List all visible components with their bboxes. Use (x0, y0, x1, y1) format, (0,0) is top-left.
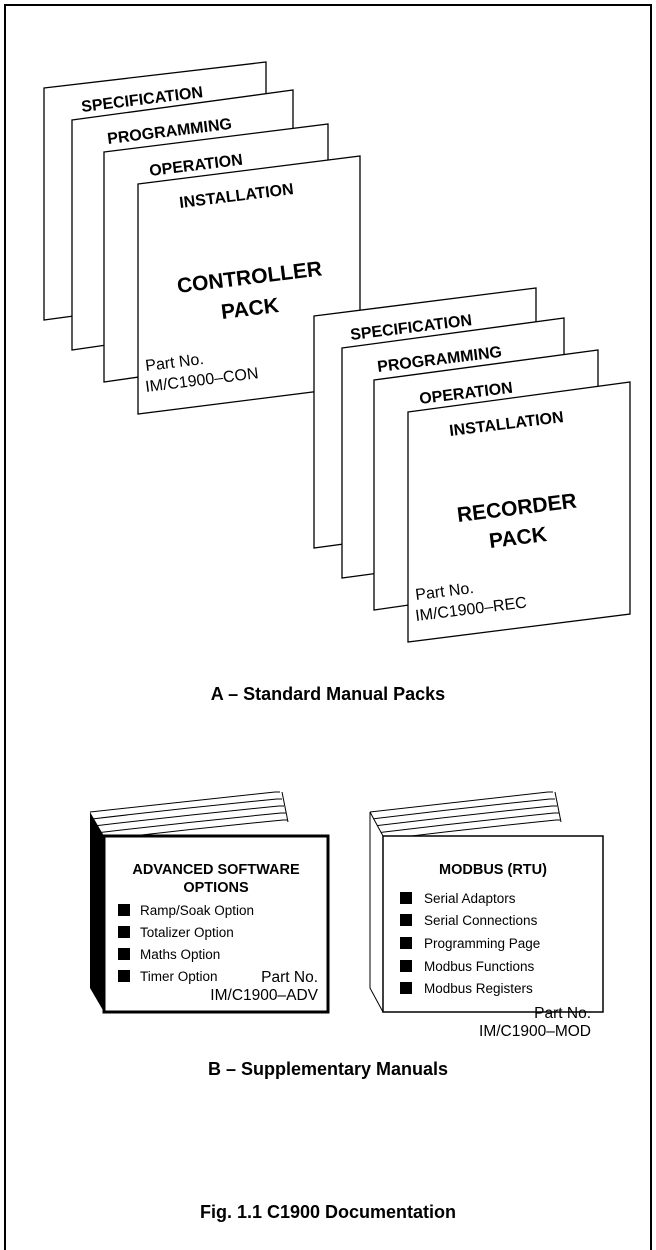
advanced-software-manual: ADVANCED SOFTWARE OPTIONS Ramp/Soak Opti… (89, 791, 330, 1014)
advanced-manual-part-label: Part No. (261, 969, 318, 986)
bullet-square-icon (400, 982, 412, 994)
advanced-manual-item: Totalizer Option (140, 925, 234, 940)
modbus-manual-item: Serial Adaptors (424, 891, 516, 906)
modbus-manual-item: Programming Page (424, 936, 540, 951)
recorder-pack: SPECIFICATION PROGRAMMING OPERATION INST… (313, 287, 631, 643)
bullet-square-icon (400, 892, 412, 904)
figure-caption: Fig. 1.1 C1900 Documentation (200, 1202, 456, 1222)
advanced-manual-title-line2: OPTIONS (183, 880, 249, 896)
advanced-manual-cover (102, 834, 330, 1014)
advanced-manual-page-edge (89, 791, 280, 813)
advanced-manual-page-stack (281, 791, 289, 823)
modbus-manual-page-edge (375, 812, 559, 834)
modbus-manual-part-number: IM/C1900–MOD (479, 1023, 591, 1040)
figure-frame (4, 4, 652, 1250)
modbus-manual-item: Modbus Functions (424, 959, 535, 974)
modbus-manual-part-label: Part No. (534, 1005, 591, 1022)
bullet-square-icon (400, 914, 412, 926)
bullet-square-icon (400, 960, 412, 972)
recorder-sheet-installation (407, 381, 631, 643)
modbus-manual-cover (382, 835, 604, 1013)
modbus-manual-title: MODBUS (RTU) (439, 862, 547, 878)
bullet-square-icon (400, 937, 412, 949)
advanced-manual-item: Maths Option (140, 947, 220, 962)
advanced-manual-page-edge (95, 812, 286, 834)
bullet-square-icon (118, 948, 130, 960)
modbus-manual-page-edge (369, 791, 553, 813)
modbus-manual-page-edge (371, 798, 555, 820)
modbus-manual-item: Serial Connections (424, 913, 538, 928)
modbus-manual-spine (369, 811, 384, 1013)
caption-supplementary-manuals: B – Supplementary Manuals (208, 1059, 448, 1079)
advanced-manual-page-edge (91, 798, 282, 820)
caption-standard-manual-packs: A – Standard Manual Packs (211, 684, 445, 704)
advanced-manual-item: Ramp/Soak Option (140, 903, 254, 918)
bullet-square-icon (118, 970, 130, 982)
advanced-manual-part-number: IM/C1900–ADV (210, 987, 318, 1004)
bullet-square-icon (118, 904, 130, 916)
controller-pack: SPECIFICATION PROGRAMMING OPERATION INST… (43, 61, 361, 415)
modbus-manual-item: Modbus Registers (424, 981, 533, 996)
modbus-manual-page-stack (554, 791, 562, 823)
advanced-manual-spine (90, 812, 104, 1012)
modbus-manual-page-edge (373, 805, 557, 827)
bullet-square-icon (118, 926, 130, 938)
advanced-manual-item: Timer Option (140, 969, 218, 984)
advanced-manual-title-line1: ADVANCED SOFTWARE (132, 862, 300, 878)
modbus-manual: MODBUS (RTU) Serial Adaptors Serial Conn… (369, 791, 604, 1040)
advanced-manual-page-edge (93, 805, 284, 827)
